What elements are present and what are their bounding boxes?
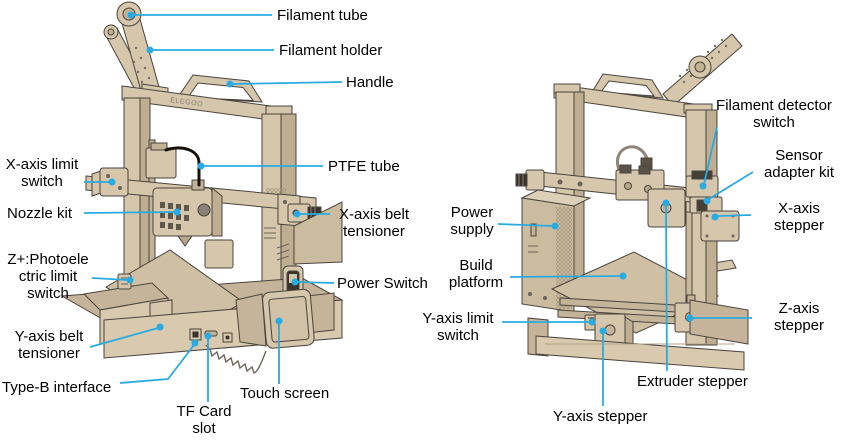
label-power-switch: Power Switch bbox=[337, 275, 428, 292]
leader-z-limit-switch bbox=[91, 277, 129, 281]
label-z-axis-stepper: Z-axis stepper bbox=[773, 300, 825, 334]
leader-handle bbox=[231, 81, 343, 85]
label-z-photoelectric-limit-switch: Z+:Photoele ctric limit switch bbox=[7, 251, 89, 302]
label-handle: Handle bbox=[346, 74, 394, 91]
label-x-axis-belt-tensioner: X-axis belt tensioner bbox=[338, 206, 410, 240]
label-touch-screen: Touch screen bbox=[240, 385, 330, 402]
leader-nozzle-kit bbox=[83, 211, 176, 214]
label-power-supply: Power supply bbox=[450, 204, 494, 238]
leader-filament-detector-switch bbox=[703, 126, 718, 185]
ptfe-tube-part bbox=[164, 146, 201, 187]
label-sensor-adapter-kit: Sensor adapter kit bbox=[763, 147, 835, 181]
label-y-axis-stepper: Y-axis stepper bbox=[553, 408, 648, 425]
label-extruder-stepper: Extruder stepper bbox=[637, 373, 748, 390]
filament-holder-arm-rear bbox=[662, 33, 743, 107]
psu-side-wedge bbox=[293, 201, 343, 265]
leader-extruder-stepper bbox=[665, 205, 668, 372]
label-filament-holder: Filament holder bbox=[279, 42, 383, 59]
label-y-axis-belt-tensioner: Y-axis belt tensioner bbox=[14, 328, 84, 362]
right-printer-illustration bbox=[515, 33, 749, 371]
leader-power-switch bbox=[296, 281, 335, 284]
leader-y-axis-belt-tensioner bbox=[89, 327, 159, 348]
right-rear-skid bbox=[689, 299, 749, 345]
brand-logo: ELEGOO bbox=[170, 97, 204, 108]
label-y-axis-limit-switch: Y-axis limit switch bbox=[422, 310, 494, 344]
callout-lines bbox=[83, 14, 754, 406]
label-nozzle-kit: Nozzle kit bbox=[7, 205, 73, 222]
coiled-cable bbox=[205, 344, 267, 374]
z-motor bbox=[204, 239, 234, 269]
label-x-axis-stepper: X-axis stepper bbox=[773, 200, 825, 234]
left-printer-illustration: ELEGOO bbox=[60, 1, 344, 374]
leader-x-axis-stepper bbox=[717, 214, 752, 217]
label-type-b-interface: Type-B interface bbox=[2, 379, 112, 396]
label-ptfe-tube: PTFE tube bbox=[328, 158, 400, 175]
label-build-platform: Build platform bbox=[448, 257, 504, 291]
z-lead-screw-rear bbox=[685, 211, 693, 303]
leader-build-platform bbox=[509, 275, 622, 278]
label-filament-detector-switch: Filament detector switch bbox=[716, 97, 832, 131]
leader-power-supply bbox=[497, 223, 554, 227]
leader-sensor-adapter-kit bbox=[708, 171, 754, 200]
label-x-axis-limit-switch: X-axis limit switch bbox=[5, 156, 79, 190]
handle-shape bbox=[177, 74, 263, 103]
filament-tube-loop bbox=[616, 145, 650, 173]
feeder-motor bbox=[145, 147, 177, 179]
callout-dots bbox=[108, 11, 719, 347]
label-filament-tube: Filament tube bbox=[277, 7, 368, 24]
leader-type-b-interface bbox=[119, 344, 195, 384]
label-tf-card-slot: TF Card slot bbox=[176, 403, 232, 437]
